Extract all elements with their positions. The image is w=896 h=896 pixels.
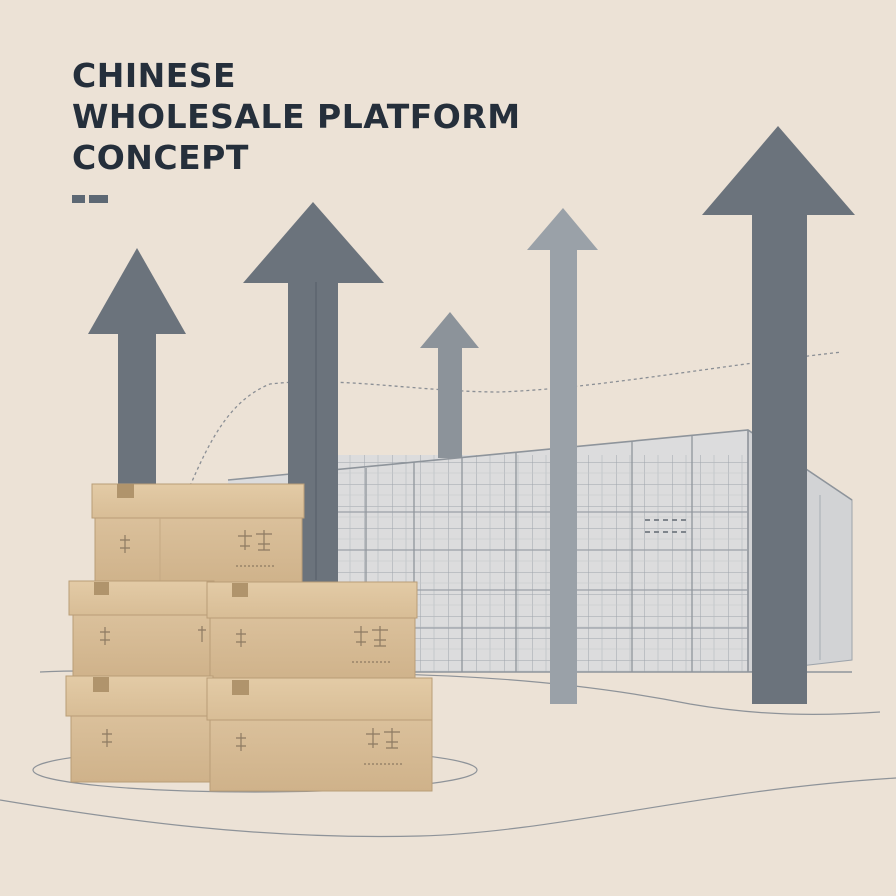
dashed-trend-line — [189, 351, 843, 487]
cardboard-box — [68, 580, 215, 679]
cardboard-box — [206, 581, 418, 683]
arrow-4 — [527, 208, 598, 704]
title-accent-bar — [89, 195, 108, 203]
title-line-2: WHOLESALE PLATFORM — [72, 97, 521, 136]
title-accent-bar — [72, 195, 85, 203]
arrow-3 — [420, 312, 479, 458]
arrow-1 — [88, 248, 186, 492]
title-line-3: CONCEPT — [72, 138, 249, 177]
cardboard-box-stack — [65, 483, 433, 792]
cardboard-box — [206, 677, 433, 792]
box-stamp-marks — [100, 530, 404, 765]
cardboard-box — [65, 675, 214, 783]
title-line-1: CHINESE — [72, 56, 237, 95]
cardboard-box — [91, 483, 305, 586]
arrow-5 — [702, 126, 855, 704]
